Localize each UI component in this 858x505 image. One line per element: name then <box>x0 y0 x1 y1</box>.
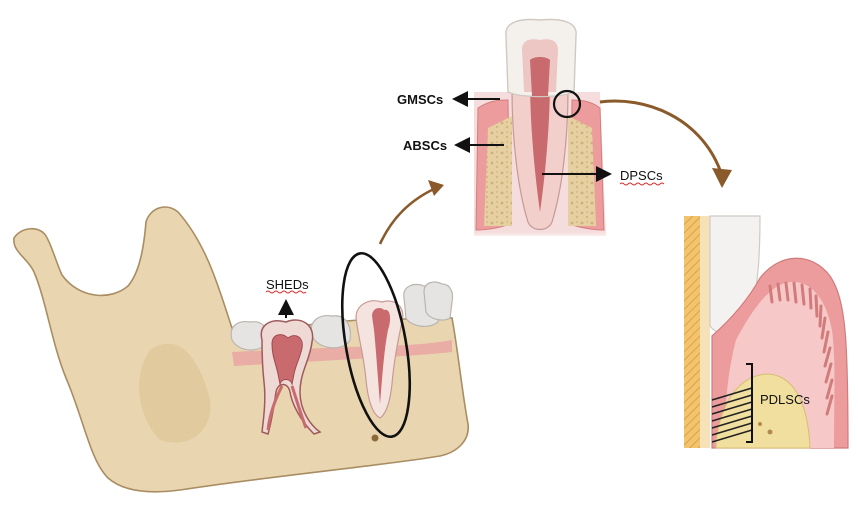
mental-foramen <box>372 435 379 442</box>
sheds-label-group: SHEDs <box>266 277 309 318</box>
tooth-cross-section <box>470 20 610 240</box>
label-pdlscs: PDLSCs <box>760 392 810 407</box>
mandible-illustration <box>14 207 468 492</box>
curved-arrow-to-closeup <box>600 101 720 170</box>
spellcheck-underline <box>620 183 664 185</box>
curved-arrow-to-tooth <box>380 188 436 244</box>
label-dpscs: DPSCs <box>620 168 663 183</box>
label-abscs: ABSCs <box>403 138 447 153</box>
arrow <box>712 168 732 188</box>
dentin-edge <box>700 216 710 448</box>
label-sheds: SHEDs <box>266 277 309 292</box>
periodontal-ligament-closeup: PDLSCs <box>684 216 848 456</box>
arrow <box>428 180 444 196</box>
label-gmscs: GMSCs <box>397 92 443 107</box>
cementum <box>684 216 700 448</box>
